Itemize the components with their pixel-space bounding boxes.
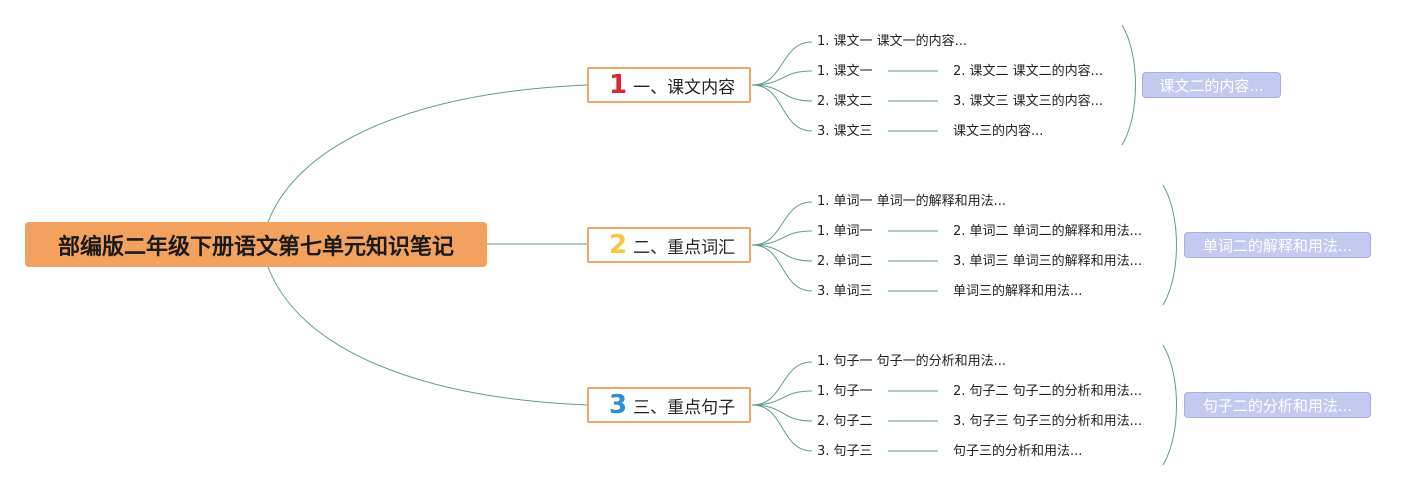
sub-leaf-item[interactable]: 课文三的内容...	[953, 124, 1044, 139]
leaf-item[interactable]: 2. 句子二	[817, 414, 873, 429]
connector-line	[751, 244, 813, 262]
leaf-item[interactable]: 1. 句子一 句子一的分析和用法...	[817, 354, 1007, 369]
leaf-item[interactable]: 3. 句子三	[817, 444, 873, 459]
branch-topic-3[interactable]: 3 三、重点句子	[587, 387, 751, 423]
sub-leaf-item[interactable]: 3. 单词三 单词三的解释和用法...	[953, 254, 1143, 269]
sub-leaf-item[interactable]: 单词三的解释和用法...	[953, 284, 1083, 299]
sub-leaf-item[interactable]: 2. 单词二 单词二的解释和用法...	[953, 224, 1143, 239]
leaf-item[interactable]: 3. 单词三	[817, 284, 873, 299]
summary-box-3[interactable]: 句子二的分析和用法...	[1184, 392, 1371, 418]
leaf-item[interactable]: 2. 课文二	[817, 94, 873, 109]
number-3-icon: 3	[609, 390, 628, 420]
branch-topic-1[interactable]: 1 一、课文内容	[587, 67, 751, 103]
connector-line	[751, 70, 813, 86]
leaf-item[interactable]: 1. 句子一	[817, 384, 873, 399]
sub-leaf-item[interactable]: 句子三的分析和用法...	[953, 444, 1083, 459]
connector-line	[751, 84, 813, 132]
leaf-item[interactable]: 1. 课文一	[817, 64, 873, 79]
sub-leaf-item[interactable]: 2. 课文二 课文二的内容...	[953, 64, 1104, 79]
connector-line	[751, 84, 813, 102]
branch-topic-2[interactable]: 2 二、重点词汇	[587, 227, 751, 263]
leaf-item[interactable]: 1. 课文一 课文一的内容...	[817, 34, 968, 49]
sub-leaf-item[interactable]: 2. 句子二 句子二的分析和用法...	[953, 384, 1143, 399]
number-1-icon: 1	[609, 70, 628, 100]
connector-line	[751, 404, 813, 422]
summary-box-2[interactable]: 单词二的解释和用法...	[1184, 232, 1371, 258]
connector-line	[751, 404, 813, 452]
connector-line	[267, 266, 588, 406]
connector-line	[751, 230, 813, 246]
branch-label: 三、重点句子	[633, 397, 736, 418]
root-title: 部编版二年级下册语文第七单元知识笔记	[57, 234, 454, 260]
connector-line	[751, 361, 813, 406]
summary-bracket	[1162, 344, 1177, 466]
connector-line	[267, 84, 588, 223]
connector-line	[751, 41, 813, 86]
number-2-icon: 2	[609, 230, 628, 260]
branch-label: 一、课文内容	[633, 77, 736, 98]
leaf-item[interactable]: 1. 单词一	[817, 224, 873, 239]
leaf-item[interactable]: 1. 单词一 单词一的解释和用法...	[817, 194, 1007, 209]
root-topic[interactable]: 部编版二年级下册语文第七单元知识笔记	[25, 222, 487, 267]
connector-line	[751, 244, 813, 292]
branch-label: 二、重点词汇	[633, 237, 736, 258]
sub-leaf-item[interactable]: 3. 课文三 课文三的内容...	[953, 94, 1104, 109]
summary-bracket	[1162, 184, 1177, 306]
connector-line	[751, 201, 813, 246]
connector-line	[751, 390, 813, 406]
summary-bracket	[1121, 24, 1136, 146]
summary-box-1[interactable]: 课文二的内容...	[1142, 72, 1281, 98]
leaf-item[interactable]: 2. 单词二	[817, 254, 873, 269]
sub-leaf-item[interactable]: 3. 句子三 句子三的分析和用法...	[953, 414, 1143, 429]
leaf-item[interactable]: 3. 课文三	[817, 124, 873, 139]
